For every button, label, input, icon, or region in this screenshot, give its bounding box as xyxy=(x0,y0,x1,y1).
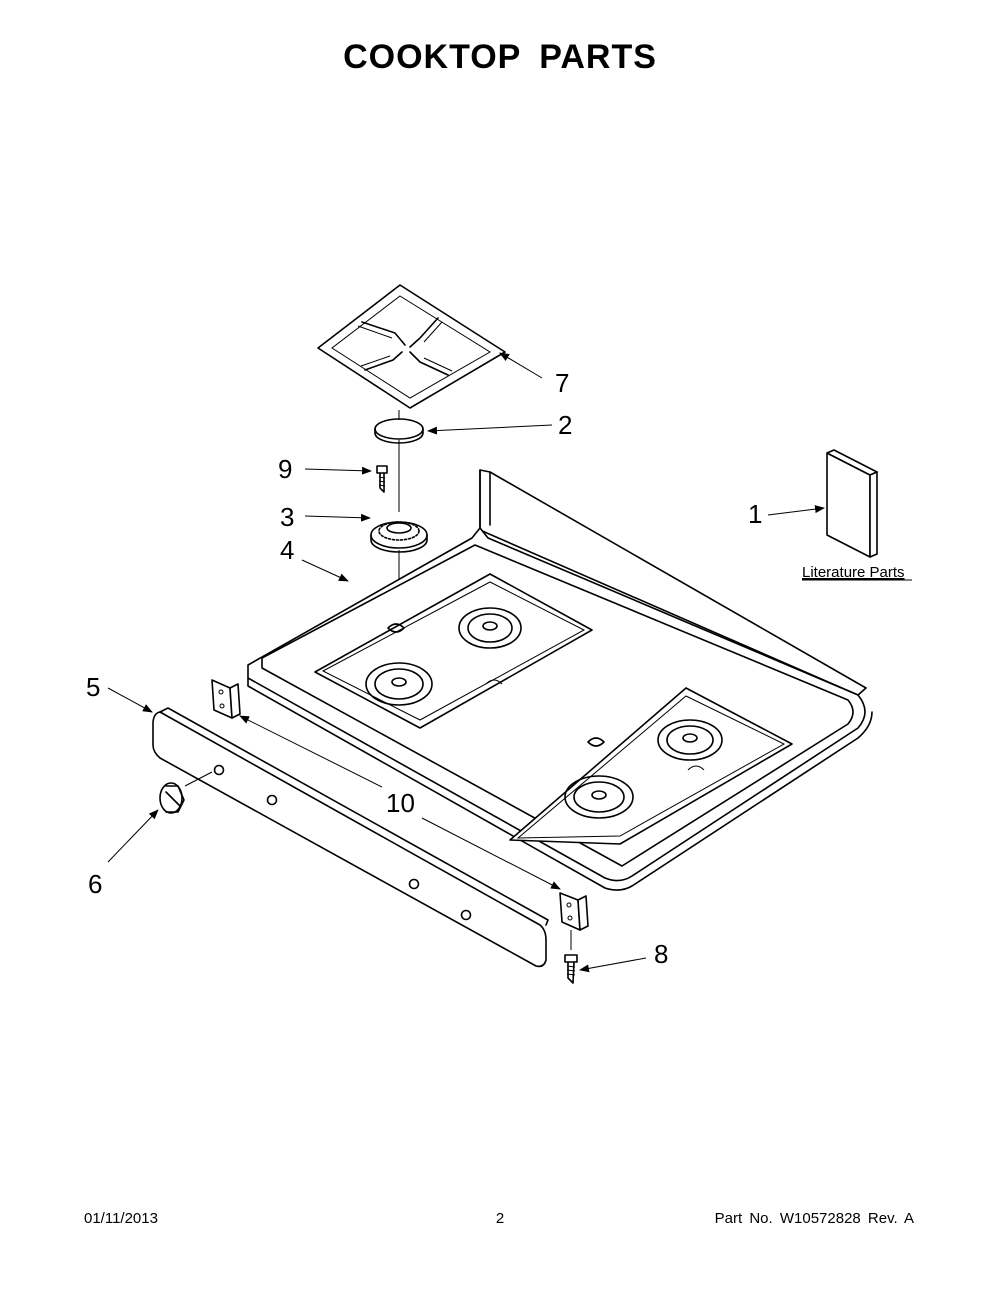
burner-base xyxy=(370,521,428,553)
literature-parts-label: Literature Parts xyxy=(802,564,905,581)
left-bracket xyxy=(211,679,241,719)
callout-7: 7 xyxy=(555,368,569,398)
footer-part-number: Part No. W10572828 Rev. A xyxy=(714,1210,914,1227)
footer-page-number: 2 xyxy=(495,1210,505,1227)
callout-10: 10 xyxy=(386,788,415,818)
burner-grate xyxy=(317,284,506,409)
callout-6: 6 xyxy=(88,869,102,899)
callout-2: 2 xyxy=(558,410,572,440)
page-title: COOKTOP PARTS xyxy=(343,38,657,76)
assembly-line xyxy=(184,771,213,787)
callout-3: 3 xyxy=(280,502,294,532)
callout-9: 9 xyxy=(278,454,292,484)
leader-arrows xyxy=(107,352,825,973)
cooktop xyxy=(247,469,873,891)
burner-cap xyxy=(374,418,424,444)
literature-packet xyxy=(826,449,878,558)
right-bracket xyxy=(559,892,589,984)
callout-4: 4 xyxy=(280,535,294,565)
screw xyxy=(376,465,388,493)
callout-8: 8 xyxy=(654,939,668,969)
callout-1: 1 xyxy=(748,499,762,529)
callout-5: 5 xyxy=(86,672,100,702)
control-knob xyxy=(159,782,185,814)
manifold-panel xyxy=(152,707,549,968)
footer-date: 01/11/2013 xyxy=(84,1210,158,1227)
